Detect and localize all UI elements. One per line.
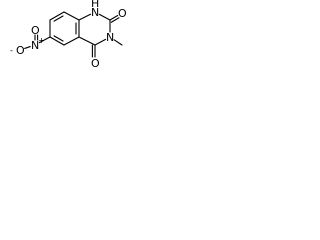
nitro-nitrogen-label: N <box>31 39 39 52</box>
bond-c2-o2-second <box>110 17 120 23</box>
n1-hydrogen-label: H <box>91 0 99 10</box>
bond-c2-o2 <box>109 14 119 21</box>
carbonyl-oxygen-4-label: O <box>91 57 100 70</box>
bond-c8-c7 <box>49 11 65 21</box>
nitro-oxygen-charge: - <box>10 46 13 55</box>
bond-n3-c4 <box>94 38 107 46</box>
bond-n3-methyl <box>113 39 123 46</box>
bond-c8a-c8 <box>63 11 80 21</box>
n1-label: N <box>91 6 99 19</box>
n3-label: N <box>106 31 114 44</box>
carbonyl-oxygen-2-label: O <box>118 7 127 20</box>
bond-c6-c5 <box>49 36 65 46</box>
bond-c8a-n1 <box>78 13 92 21</box>
nitro-oxygen-left-label: O <box>16 44 25 57</box>
nitro-oxygen-top-label: O <box>31 24 40 37</box>
bond-c6-c5-inner <box>53 35 64 42</box>
bond-n1-c2 <box>98 13 111 21</box>
bond-c5-c4a <box>63 36 80 46</box>
bond-c4-c4a <box>78 36 96 46</box>
molecule-structure: N H O N O N + O O - <box>10 0 127 70</box>
bond-c8-c7-inner <box>53 15 64 22</box>
nitro-nitrogen-charge: + <box>38 36 45 45</box>
bond-nitro-n-o-single <box>24 46 31 49</box>
bond-skeleton <box>24 11 123 58</box>
bond-c6-nitro <box>38 36 51 44</box>
